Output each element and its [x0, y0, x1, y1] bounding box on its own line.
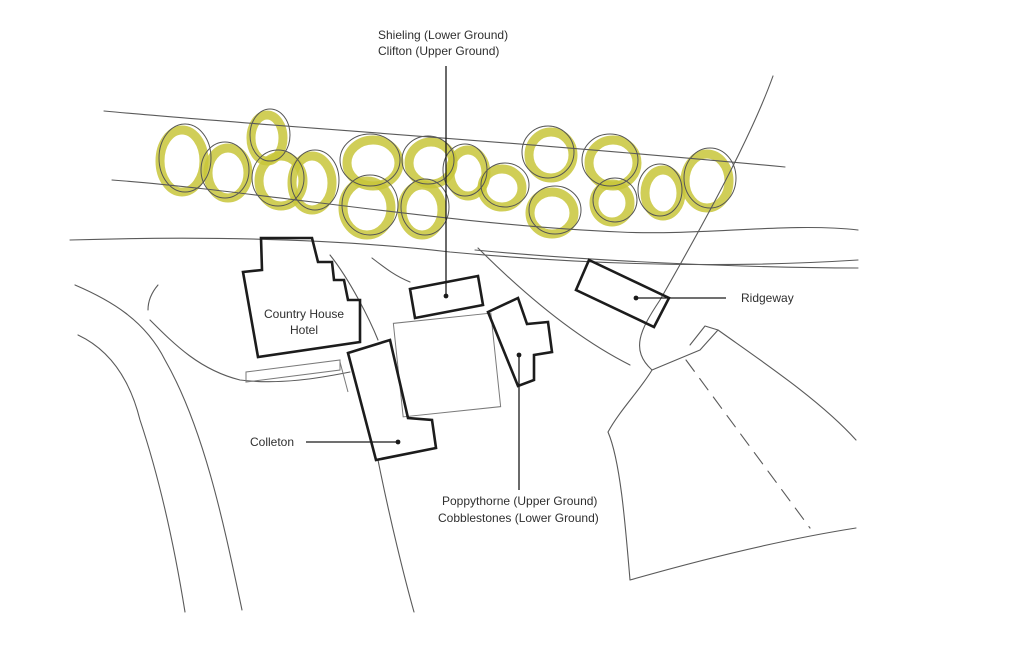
label-cobblestones: Cobblestones (Lower Ground): [438, 511, 599, 525]
label-colleton: Colleton: [250, 435, 295, 449]
tree-belt: [155, 108, 737, 240]
tree-outline: [290, 149, 340, 211]
tree-outline: [158, 123, 212, 193]
tree-outline: [341, 174, 399, 236]
tree-belt-boundary-lines: [69, 110, 859, 269]
tree-outline: [521, 125, 575, 179]
label-country-house: Country House: [264, 307, 345, 321]
label-ridgeway: Ridgeway: [741, 291, 794, 305]
tree-outline: [480, 162, 530, 208]
tree-highlight: [584, 135, 642, 191]
tree-outline: [400, 178, 450, 236]
building-colleton: [346, 338, 438, 462]
tree-outline: [249, 108, 291, 162]
building-country-house-hotel: [241, 236, 362, 359]
tree-outline: [339, 133, 401, 187]
label-shieling: Shieling (Lower Ground): [378, 28, 509, 42]
tree-outline: [637, 163, 683, 217]
label-poppythorne: Poppythorne (Upper Ground): [442, 494, 598, 508]
building-poppythorne-cobblestones: [486, 296, 554, 388]
tree-highlight: [524, 127, 578, 183]
label-clifton: Clifton (Upper Ground): [378, 44, 500, 58]
tree-highlight: [477, 164, 527, 212]
leader-lines: [306, 66, 726, 490]
tree-outline: [401, 135, 455, 185]
left-road-edges: [74, 284, 351, 613]
building-shieling-clifton: [408, 274, 485, 320]
label-hotel: Hotel: [290, 323, 319, 337]
tree-outline: [200, 141, 250, 199]
tree-outline: [683, 147, 737, 209]
tree-outline: [592, 177, 638, 223]
tree-outline: [251, 149, 305, 207]
east-field: [477, 75, 857, 581]
tree-outline: [528, 185, 582, 235]
building-ridgeway: [574, 258, 671, 329]
tree-outline: [581, 133, 639, 187]
buildings: [241, 236, 671, 462]
